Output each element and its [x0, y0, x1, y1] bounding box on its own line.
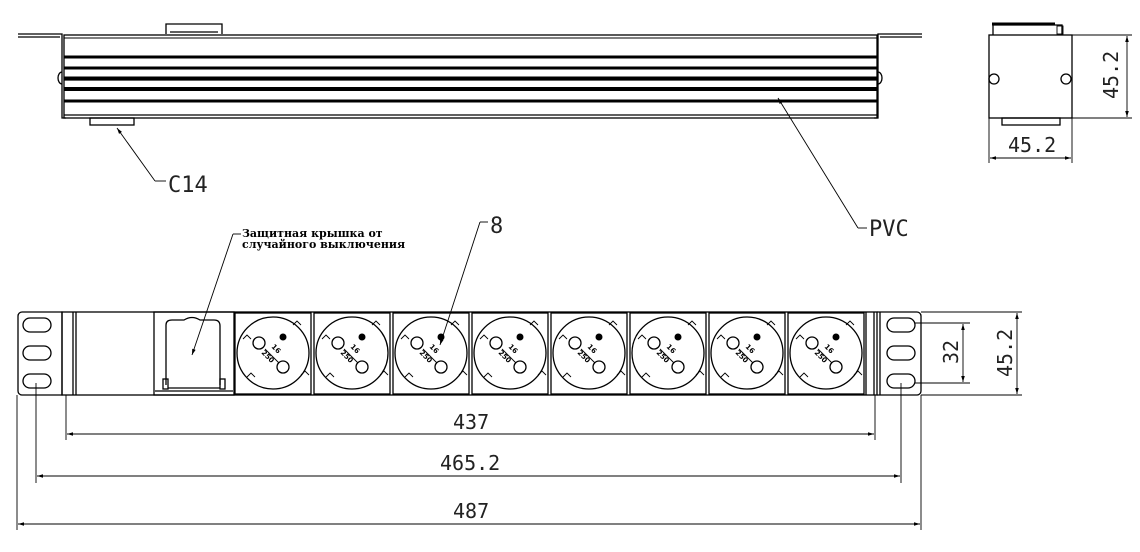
left-mount-ear — [17, 311, 63, 396]
socket-face — [789, 316, 863, 390]
top-view: C14 PVC — [18, 23, 922, 242]
side-view: 45.2 45.2 — [988, 22, 1132, 163]
pin-hole — [671, 360, 685, 374]
pin-hole — [829, 360, 843, 374]
pin-hole — [434, 360, 448, 374]
socket-face — [315, 316, 389, 390]
pvc-label: PVC — [869, 217, 909, 242]
mount-hole — [886, 317, 916, 333]
switch-cover-top — [165, 23, 223, 34]
c14-inlet — [89, 117, 135, 126]
pvc-leader — [777, 97, 859, 229]
body-length-dim: 437 — [453, 410, 489, 434]
cover-note-line1: Защитная крышка от — [242, 227, 383, 240]
socket-face — [552, 316, 626, 390]
socket-rating-amps: 16 — [744, 343, 757, 356]
side-width-dim: 45.2 — [1008, 133, 1056, 157]
mount-hole — [22, 345, 52, 361]
hole-spacing-dim: 32 — [939, 340, 963, 364]
mount-hole — [22, 317, 52, 333]
front-panel — [61, 311, 878, 396]
screw-icon — [1060, 73, 1072, 85]
pin-hole — [750, 360, 764, 374]
pin-hole — [410, 336, 424, 350]
pin-hole — [805, 336, 819, 350]
ground-icon — [832, 333, 840, 341]
cover-note-line2: случайного выключения — [242, 238, 405, 251]
side-housing — [988, 34, 1073, 119]
side-height-dim: 45.2 — [1099, 51, 1123, 99]
hole-spacing-length-dim: 465.2 — [440, 451, 500, 475]
ground-icon — [516, 333, 524, 341]
pin-hole — [568, 336, 582, 350]
screw-icon — [988, 73, 1000, 85]
socket-face — [236, 316, 310, 390]
socket-rating-amps: 16 — [349, 343, 362, 356]
ground-icon — [358, 333, 366, 341]
socket-face — [473, 316, 547, 390]
overall-length-dim: 487 — [453, 499, 489, 523]
pin-hole — [647, 336, 661, 350]
socket-rating-amps: 16 — [428, 343, 441, 356]
pin-hole — [513, 360, 527, 374]
c14-leader — [116, 127, 156, 182]
socket-rating-amps: 16 — [586, 343, 599, 356]
ground-icon — [437, 333, 445, 341]
socket-face — [710, 316, 784, 390]
socket-leader — [439, 221, 481, 346]
socket-count-label: 8 — [490, 214, 503, 239]
front-height-dim: 45.2 — [993, 329, 1017, 377]
pin-hole — [355, 360, 369, 374]
pin-hole — [726, 336, 740, 350]
c14-label: C14 — [168, 173, 208, 198]
ground-icon — [595, 333, 603, 341]
socket-rating-amps: 16 — [270, 343, 283, 356]
mount-hole — [22, 373, 52, 389]
mount-hole — [886, 345, 916, 361]
socket-face — [631, 316, 705, 390]
pin-hole — [276, 360, 290, 374]
ground-icon — [753, 333, 761, 341]
pin-hole — [489, 336, 503, 350]
socket-rating-amps: 16 — [823, 343, 836, 356]
switch-cover — [153, 311, 235, 396]
protective-cover — [165, 316, 221, 385]
right-mount-ear — [877, 311, 922, 396]
ground-icon — [674, 333, 682, 341]
ground-icon — [279, 333, 287, 341]
pin-hole — [252, 336, 266, 350]
pin-hole — [592, 360, 606, 374]
cover-leader — [191, 233, 234, 356]
pin-hole — [331, 336, 345, 350]
socket-rating-amps: 16 — [507, 343, 520, 356]
socket-face — [394, 316, 468, 390]
socket-rating-amps: 16 — [665, 343, 678, 356]
